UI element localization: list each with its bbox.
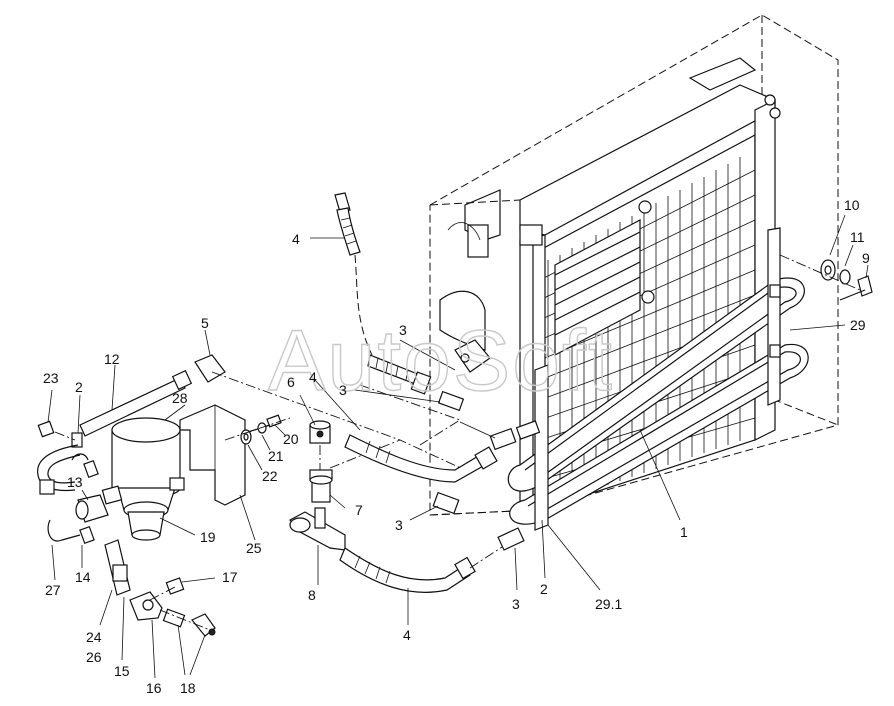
callout-3-top: 3 [399,322,407,338]
callout-11: 11 [850,229,865,245]
middle-hoses [289,339,546,625]
callout-3-lower: 3 [395,517,403,533]
watermark: AutoSoft [268,313,614,409]
callout-12: 12 [104,351,120,367]
callout-14: 14 [75,569,91,585]
callout-labels: 1 2 2 3 3 3 3 4 4 4 5 6 7 8 9 10 11 12 1… [43,197,870,696]
callout-1: 1 [680,524,688,540]
callout-4-bottom: 4 [403,627,411,643]
callout-13: 13 [67,474,83,490]
callout-3-bottom: 3 [512,596,520,612]
callout-4-top: 4 [292,231,300,247]
callout-29-1: 29.1 [595,596,622,612]
callout-20: 20 [283,431,299,447]
callout-22: 22 [262,468,278,484]
callout-17: 17 [222,569,238,585]
callout-23: 23 [43,370,59,386]
callout-6: 6 [287,374,295,390]
left-assembly [37,329,401,679]
fastener-stack-right [779,214,873,301]
callout-9: 9 [862,250,870,266]
callout-27: 27 [45,582,61,598]
callout-28: 28 [172,390,188,406]
callout-3-mid: 3 [339,382,347,398]
callout-21: 21 [268,448,284,464]
upper-hose [310,192,373,356]
callout-2-left: 2 [75,379,83,395]
callout-4-mid: 4 [309,369,317,385]
callout-16: 16 [146,680,162,696]
callout-15: 15 [114,663,130,679]
callout-10: 10 [844,197,860,213]
callout-29: 29 [850,317,866,333]
callout-25: 25 [246,540,262,556]
callout-26: 26 [86,649,102,665]
radiator-assembly [429,14,846,591]
callout-19: 19 [200,529,216,545]
callout-2-right: 2 [540,581,548,597]
callout-18: 18 [180,680,196,696]
callout-7: 7 [355,502,363,518]
callout-24: 24 [86,629,102,645]
callout-8: 8 [308,587,316,603]
callout-5: 5 [201,315,209,331]
